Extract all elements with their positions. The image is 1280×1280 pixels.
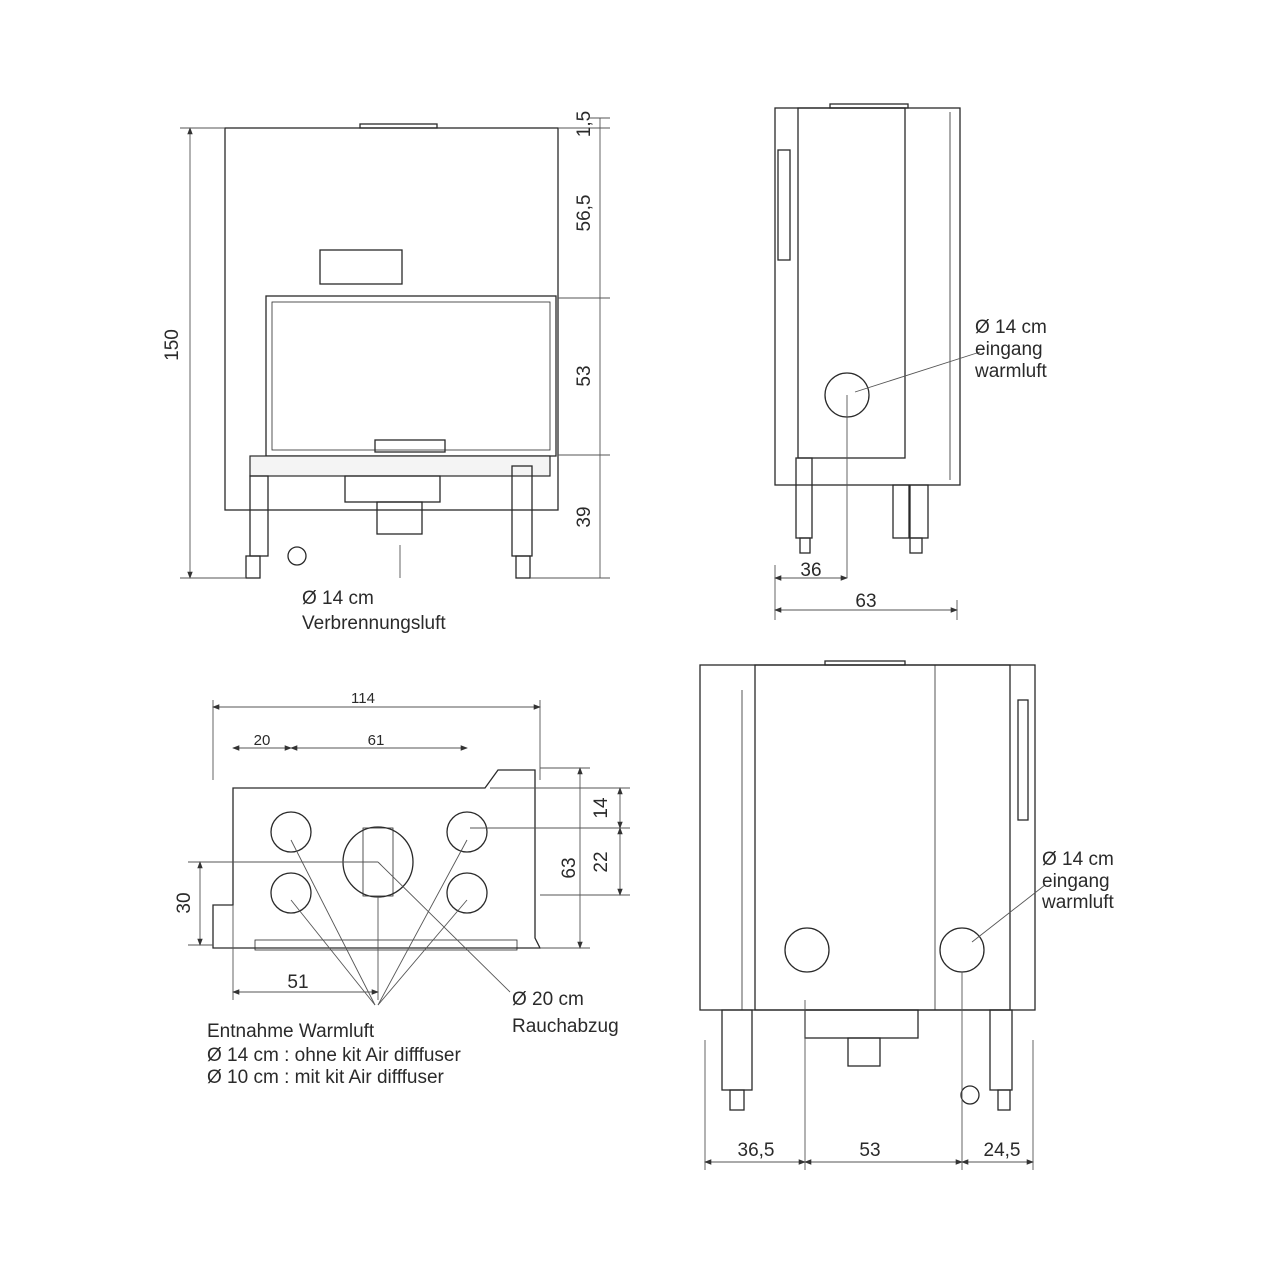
- outlet-10cm: Ø 10 cm : mit kit Air difffuser: [207, 1067, 445, 1088]
- side-note-line2: eingang: [975, 339, 1043, 360]
- side-note-line3: warmluft: [974, 361, 1048, 382]
- back-view: 36,5 53 24,5 Ø 14 cm eingang warmluft: [699, 660, 1115, 1170]
- top-view: 114 20 61 63 14 22 30 51 Ø 20 cm Rauchab…: [174, 690, 630, 1088]
- side-note-size: Ø 14 cm: [975, 317, 1047, 338]
- dim-114: 114: [351, 690, 375, 707]
- dim-22: 22: [591, 851, 612, 872]
- dim-30: 30: [174, 892, 195, 913]
- air-inlet-label: Verbrennungsluft: [302, 613, 446, 634]
- dim-51: 51: [287, 972, 308, 993]
- back-note-size: Ø 14 cm: [1042, 849, 1114, 870]
- outlet-title: Entnahme Warmluft: [207, 1021, 375, 1042]
- flue-label: Rauchabzug: [512, 1016, 619, 1037]
- dim-1-5: 1,5: [574, 111, 595, 137]
- dim-20: 20: [254, 732, 271, 749]
- front-view: 150 1,5 56,5 53 39 Ø 14 cm Verbrennungsl…: [162, 111, 610, 634]
- dim-36: 36: [800, 560, 821, 581]
- dim-56-5: 56,5: [574, 195, 595, 232]
- air-inlet-size: Ø 14 cm: [302, 588, 374, 609]
- side-view: 36 63 Ø 14 cm eingang warmluft: [774, 103, 1048, 620]
- outlet-14cm: Ø 14 cm : ohne kit Air difffuser: [207, 1045, 461, 1066]
- back-note-line3: warmluft: [1041, 892, 1115, 913]
- flue-size: Ø 20 cm: [512, 989, 584, 1010]
- dim-61: 61: [368, 732, 385, 749]
- dim-36-5: 36,5: [738, 1140, 775, 1161]
- dim-53: 53: [574, 365, 595, 386]
- dim-63-top: 63: [559, 857, 580, 878]
- dim-63: 63: [855, 591, 876, 612]
- dim-total-height: 150: [162, 329, 183, 361]
- dim-39: 39: [574, 506, 595, 527]
- dim-24-5: 24,5: [984, 1140, 1021, 1161]
- dim-14: 14: [591, 797, 612, 819]
- dim-53-back: 53: [859, 1140, 880, 1161]
- back-note-line2: eingang: [1042, 871, 1110, 892]
